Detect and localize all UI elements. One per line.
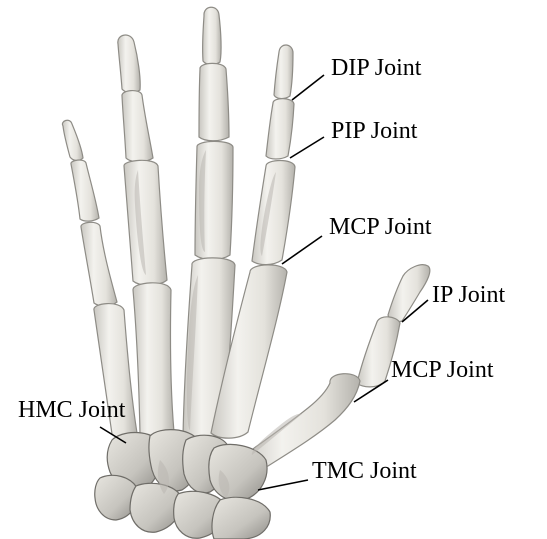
label-pip-joint: PIP Joint xyxy=(331,118,418,144)
carpal-bones xyxy=(95,430,271,539)
label-hmc-joint: HMC Joint xyxy=(18,397,126,423)
dip-leader xyxy=(292,75,324,100)
tmc-leader xyxy=(258,480,308,490)
pip-leader xyxy=(290,137,324,158)
label-mcp-joint-thumb: MCP Joint xyxy=(391,357,494,383)
label-ip-joint: IP Joint xyxy=(432,282,505,308)
label-mcp-joint-finger: MCP Joint xyxy=(329,214,432,240)
label-dip-joint: DIP Joint xyxy=(331,55,422,81)
mcp-finger-leader xyxy=(282,236,322,264)
label-tmc-joint: TMC Joint xyxy=(312,458,417,484)
